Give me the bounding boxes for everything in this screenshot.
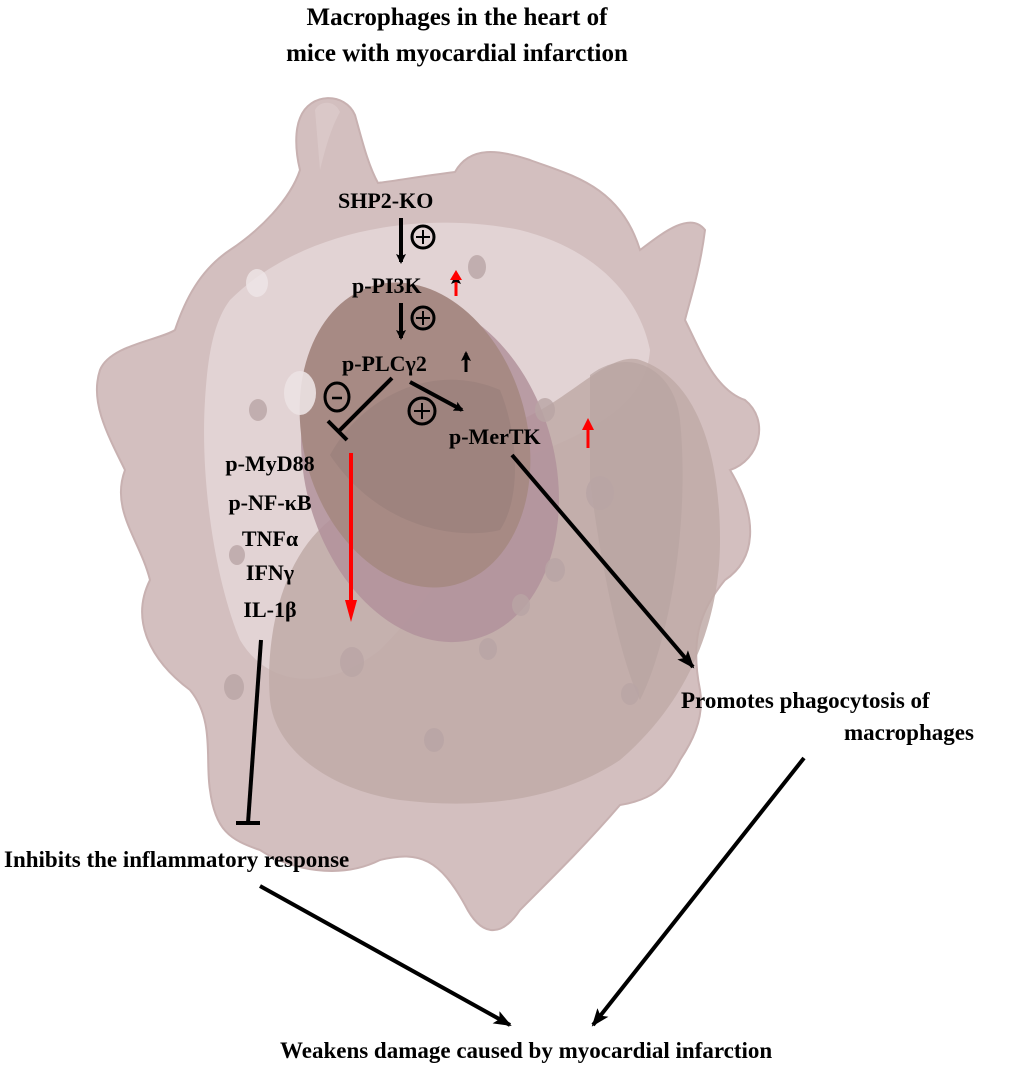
- node-p-nf-kb: p-NF-κB: [228, 490, 312, 515]
- node-tnfa: TNFα: [241, 526, 299, 551]
- arrow-inflammation-to-final: [259, 884, 512, 1027]
- node-p-myd88: p-MyD88: [225, 451, 315, 476]
- inhibit-plcg2-to-myd88: [336, 376, 394, 434]
- node-il-1b: IL-1β: [243, 597, 297, 622]
- title-line-1: Macrophages in the heart of: [306, 4, 608, 31]
- granules: [224, 255, 639, 752]
- outcome-phagocytosis-line-1: Promotes phagocytosis of: [681, 688, 930, 713]
- plus-icon: [410, 224, 436, 250]
- arrow-mertk-to-phagocytosis: [510, 453, 695, 669]
- plus-icon: [410, 305, 436, 331]
- arrow-phagocytosis-to-final: [591, 756, 806, 1027]
- minus-icon: [323, 381, 351, 413]
- inhibit-cytokines-to-inflammation: [246, 639, 263, 824]
- outcome-phagocytosis-line-2: macrophages: [844, 720, 974, 745]
- node-p-pi3k: p-PI3K: [352, 273, 422, 298]
- plus-icon: [407, 396, 437, 426]
- arrow-plcg2-to-mertk: [409, 380, 464, 412]
- title-line-2: mice with myocardial infarction: [286, 40, 628, 67]
- outcome-final: Weakens damage caused by myocardial infa…: [280, 1038, 773, 1063]
- node-ifng: IFNγ: [245, 560, 295, 585]
- node-p-mertk: p-MerTK: [449, 424, 541, 449]
- node-p-plcg2: p-PLCγ2: [342, 351, 427, 376]
- node-shp2-ko: SHP2-KO: [338, 188, 434, 213]
- outcome-inflammation: Inhibits the inflammatory response: [4, 847, 350, 872]
